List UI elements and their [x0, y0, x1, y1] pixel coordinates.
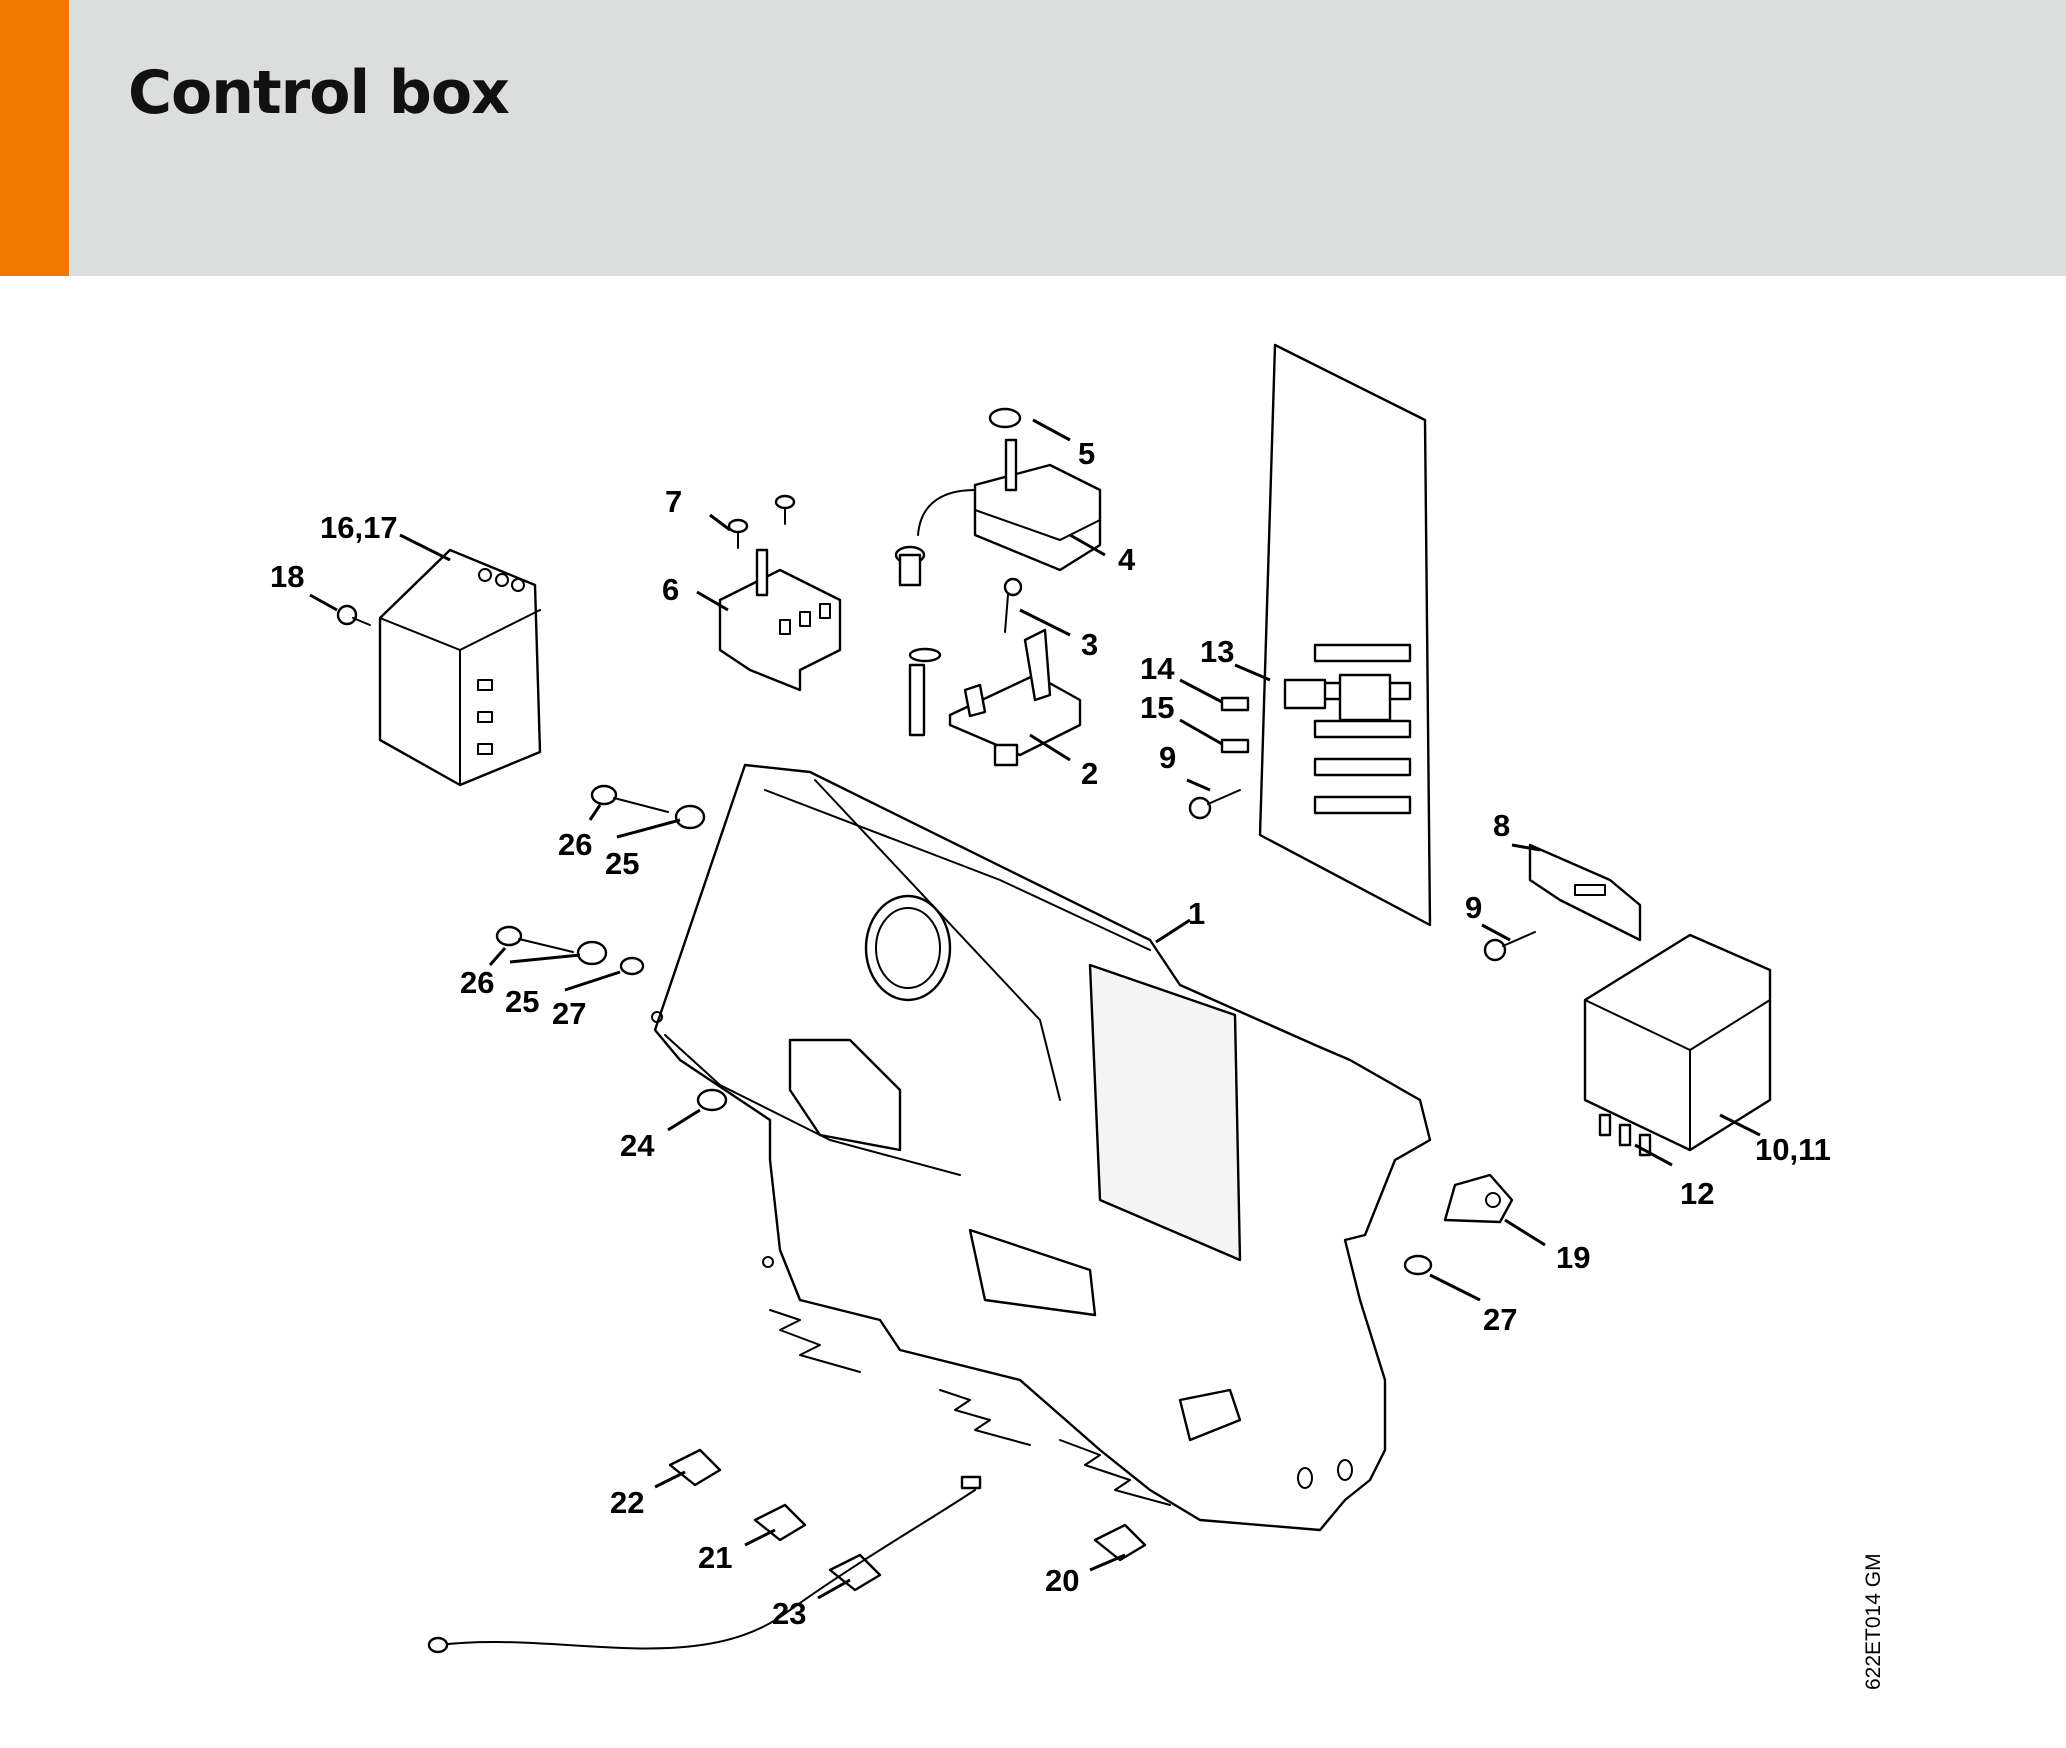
- callout-13: 13: [1200, 634, 1234, 669]
- relay-block: [378, 548, 542, 787]
- callout-24: 24: [620, 1128, 655, 1163]
- thermostat: [917, 438, 1102, 572]
- washers-27: [619, 956, 1433, 1276]
- fuses: [1220, 696, 1250, 754]
- callout-25b: 25: [505, 984, 539, 1019]
- callout-2: 2: [1081, 756, 1098, 791]
- callout-26a: 26: [558, 827, 592, 862]
- callout-26b: 26: [460, 965, 494, 1000]
- callout-6: 6: [662, 572, 679, 607]
- screw-3: [1003, 577, 1023, 633]
- capillary-probe: [894, 545, 942, 737]
- diagram-reference-code: 622ET014 GM: [1862, 1553, 1885, 1690]
- callout-19: 19: [1556, 1240, 1590, 1275]
- screws-9: [1188, 789, 1536, 962]
- cable-lugs: [427, 1448, 1147, 1654]
- callout-12: 12: [1680, 1176, 1714, 1211]
- callout-3: 3: [1081, 627, 1098, 662]
- callout-18: 18: [270, 559, 304, 594]
- callout-27b: 27: [552, 996, 586, 1031]
- washers-25: [576, 804, 706, 966]
- selector-switch: [718, 548, 842, 692]
- bracket-2: [948, 628, 1082, 767]
- callout-4: 4: [1118, 542, 1136, 577]
- control-box-housing: [651, 763, 1432, 1532]
- callout-5: 5: [1078, 436, 1095, 471]
- bracket-19: [1443, 1173, 1514, 1224]
- screws-7: [727, 494, 796, 549]
- page-header: Control box: [0, 0, 2066, 276]
- callout-23: 23: [772, 1596, 806, 1631]
- e-clip-5: [988, 407, 1022, 429]
- callout-16-17: 16,17: [320, 510, 398, 545]
- callout-1: 1: [1188, 896, 1205, 931]
- callout-8: 8: [1493, 808, 1510, 843]
- callout-27a: 27: [1483, 1302, 1517, 1337]
- screw-18: [336, 604, 371, 626]
- callout-9b: 9: [1465, 890, 1482, 925]
- din-rail: [1528, 843, 1642, 942]
- accent-bar: [0, 0, 69, 276]
- grommet-24: [696, 1088, 728, 1112]
- callout-9a: 9: [1159, 740, 1176, 775]
- callout-15: 15: [1140, 690, 1174, 725]
- callout-14: 14: [1140, 651, 1175, 686]
- page-title: Control box: [128, 58, 510, 128]
- callout-20: 20: [1045, 1563, 1079, 1598]
- bolts-26: [495, 784, 669, 953]
- callout-10-11: 10,11: [1755, 1132, 1831, 1167]
- callout-21: 21: [698, 1540, 732, 1575]
- callout-7: 7: [665, 484, 682, 519]
- callout-22: 22: [610, 1485, 644, 1520]
- circuit-board: [1258, 343, 1432, 927]
- callout-25a: 25: [605, 846, 639, 881]
- contactor: [1583, 933, 1772, 1157]
